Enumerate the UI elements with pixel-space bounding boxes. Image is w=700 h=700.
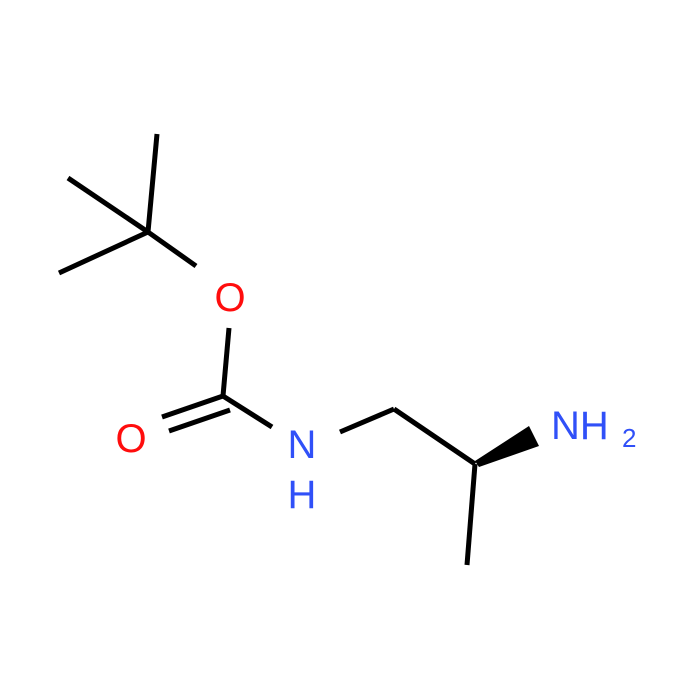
bond-o-carbonyl-c — [220, 327, 232, 397]
bond-tbu-c-o — [146, 229, 198, 269]
amine-subscript-label: 2 — [622, 423, 636, 453]
bond-c-o-double-1 — [161, 393, 224, 420]
ester-oxygen-label: O — [214, 276, 245, 320]
bond-c-o-double-2 — [168, 407, 231, 434]
amine-nitrogen-label: NH — [551, 404, 609, 448]
bond-tbu-methyl-bottom — [57, 229, 150, 276]
bond-chiral-c-methyl — [464, 463, 478, 566]
amide-nitrogen-label: N — [288, 423, 317, 467]
bond-tbu-methyl-left — [66, 175, 150, 235]
amide-hydrogen-label: H — [288, 473, 317, 517]
bond-carbonyl-c-n — [221, 393, 274, 430]
carbonyl-oxygen-label: O — [115, 417, 146, 461]
bond-ch2-chiral-c — [392, 406, 477, 467]
stereo-wedge-bond — [475, 426, 539, 467]
bond-n-ch2 — [339, 406, 395, 435]
bond-tbu-methyl-top — [145, 133, 160, 233]
